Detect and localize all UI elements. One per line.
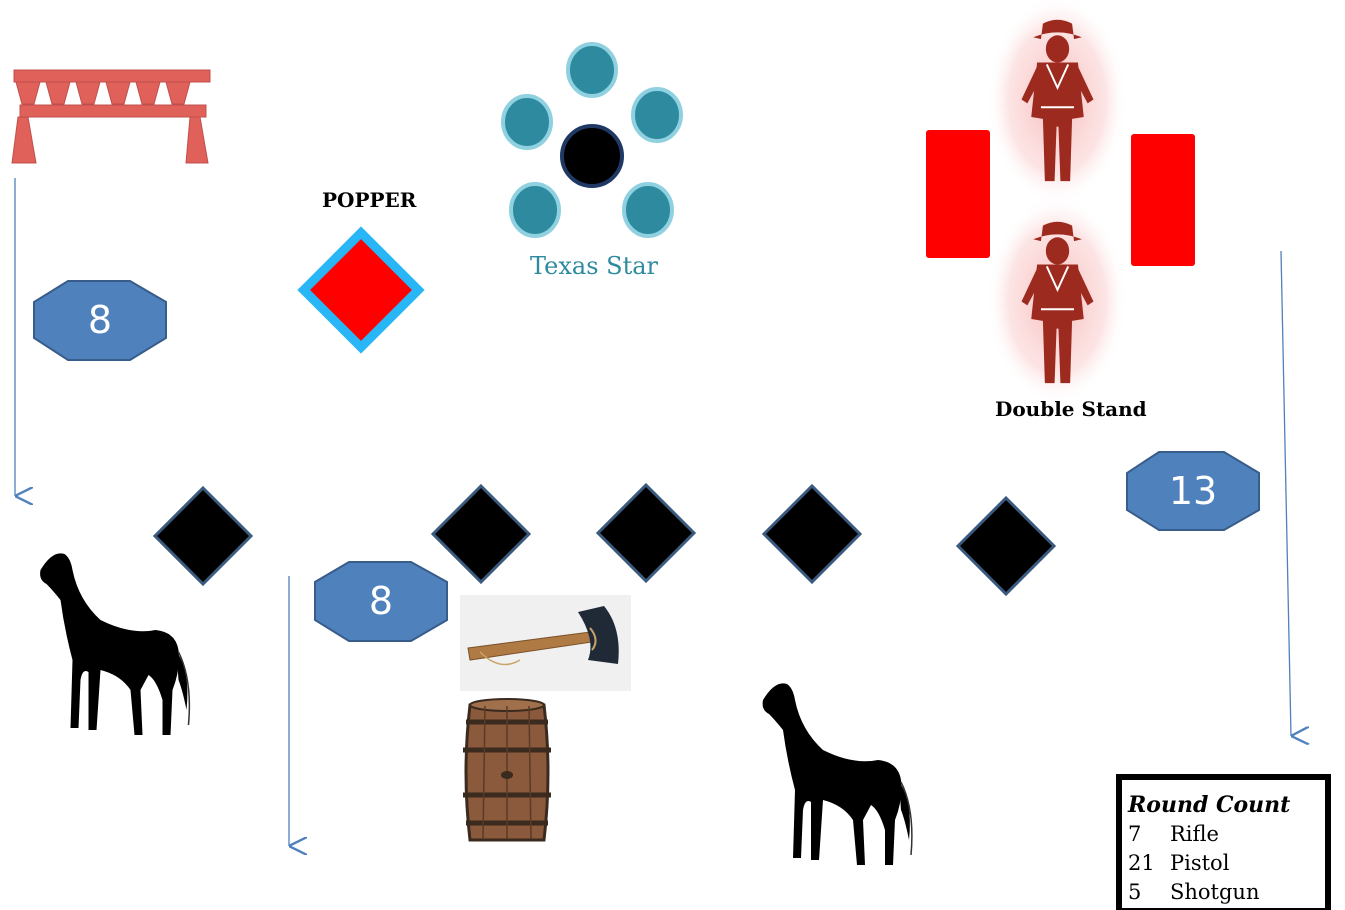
stage-number-center: 8	[368, 579, 394, 623]
texas-star-label: Texas Star	[530, 252, 659, 280]
popper-target	[297, 226, 425, 354]
round-count-gun: Rifle	[1170, 822, 1219, 846]
diamond-target-3	[595, 482, 697, 584]
round-count-row: 5 Shotgun	[1128, 880, 1260, 904]
barrel-icon	[463, 698, 551, 842]
round-count-title: Round Count	[1128, 792, 1291, 818]
horse-icon-right	[761, 682, 913, 866]
stage-number-right: 13	[1168, 469, 1218, 513]
double-stand	[926, 0, 1195, 405]
round-count-number: 7	[1128, 822, 1142, 846]
stand-red-left	[926, 130, 990, 258]
diamond-target-2	[430, 483, 532, 585]
octagon-center	[314, 561, 448, 642]
axe-image	[460, 595, 631, 691]
round-count-row: 21 Pistol	[1128, 851, 1229, 875]
round-count-box: Round Count 7 Rifle 21 Pistol 5 Shotgun	[1116, 774, 1331, 910]
round-count-gun: Pistol	[1170, 851, 1230, 875]
stand-red-right	[1131, 134, 1195, 266]
diamond-targets	[152, 482, 1057, 597]
stage-number-left: 8	[87, 298, 113, 342]
diamond-target-4	[761, 483, 863, 585]
round-count-number: 21	[1128, 851, 1155, 875]
diamond-target-5	[955, 495, 1057, 597]
diamond-target-1	[152, 485, 254, 587]
round-count-number: 5	[1128, 880, 1142, 904]
round-count-gun: Shotgun	[1170, 880, 1260, 904]
round-count-row: 7 Rifle	[1128, 822, 1219, 846]
texas-star-target	[501, 42, 683, 238]
fence-icon	[11, 69, 211, 164]
octagon-right	[1126, 451, 1260, 531]
popper-label: POPPER	[322, 188, 417, 212]
arrow-right	[1280, 250, 1291, 736]
horse-icon-left	[39, 552, 191, 736]
double-stand-label: Double Stand	[995, 397, 1147, 421]
octagon-left	[33, 280, 167, 361]
